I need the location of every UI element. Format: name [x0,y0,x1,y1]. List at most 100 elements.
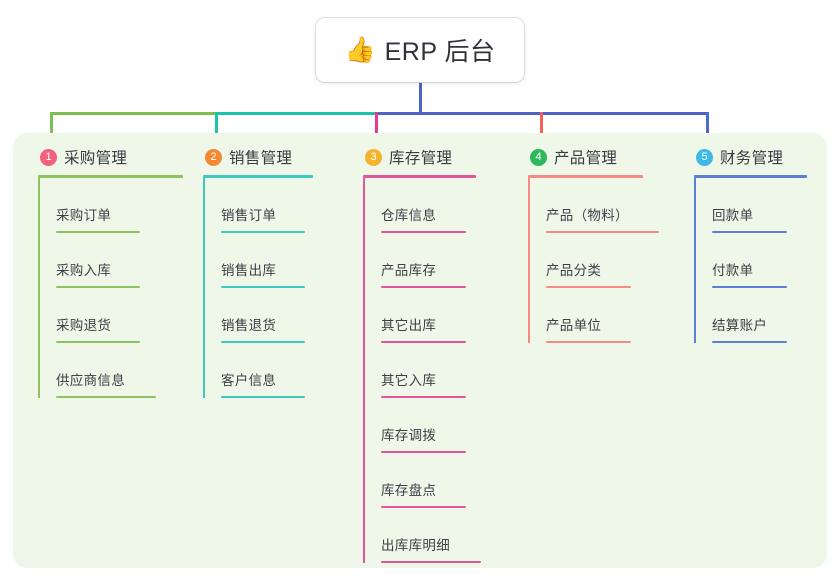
branch-stub-2 [215,112,218,143]
branch-header-rule-5 [694,175,807,178]
branch-spine-5 [694,178,696,343]
leaf-item-label: 产品分类 [546,263,602,279]
branch-badge-4: 4 [530,148,547,166]
branch-spine-2 [203,178,205,398]
leaf-item[interactable]: 结算账户 [694,288,807,343]
leaf-item[interactable]: 库存调拨 [363,398,476,453]
leaf-item-rule [221,286,305,288]
leaf-item-rule [381,231,466,233]
leaf-item-rule [381,451,466,453]
leaf-item-label: 销售订单 [221,208,277,224]
leaf-item[interactable]: 采购退货 [38,288,183,343]
branch-stub-3 [375,112,378,143]
leaf-item[interactable]: 销售出库 [203,233,313,288]
leaf-item-rule [221,341,305,343]
leaf-item[interactable]: 其它入库 [363,343,476,398]
leaf-item[interactable]: 付款单 [694,233,807,288]
leaf-item-label: 采购退货 [56,318,112,334]
leaf-item-rule [546,286,631,288]
leaf-item[interactable]: 产品分类 [528,233,643,288]
branch-title-1: 采购管理 [64,150,128,167]
leaf-item-label: 出库库明细 [381,538,450,554]
leaf-item[interactable]: 回款单 [694,178,807,233]
leaf-item-rule [712,341,787,343]
leaf-item-rule [56,396,156,398]
branch-badge-1: 1 [40,148,57,166]
leaf-item-rule [712,286,787,288]
leaf-item[interactable]: 采购入库 [38,233,183,288]
thumbs-up-icon: 👍 [344,35,376,64]
leaf-item-label: 供应商信息 [56,373,125,389]
leaf-item-rule [221,396,305,398]
leaf-item-rule [221,231,305,233]
branch-column-4: 4 产品管理产品（物料） 产品分类产品单位 [528,144,659,343]
branch-items-1: 采购订单采购入库采购退货供应商信息 [38,178,183,398]
bus-segment-green [50,112,215,115]
leaf-item[interactable]: 供应商信息 [38,343,183,398]
branch-header-1[interactable]: 1 采购管理 [38,144,183,170]
leaf-item[interactable]: 产品库存 [363,233,476,288]
leaf-item[interactable]: 客户信息 [203,343,313,398]
branch-items-3: 仓库信息产品库存其它出库其它入库库存调拨库存盘点出库库明细 [363,178,481,563]
branch-title-4: 产品管理 [554,150,618,167]
leaf-item[interactable]: 库存盘点 [363,453,476,508]
branch-header-rule-3 [363,175,476,178]
leaf-item[interactable]: 销售订单 [203,178,313,233]
leaf-item-rule [381,286,466,288]
root-node[interactable]: 👍 ERP 后台 [316,18,524,82]
leaf-item[interactable]: 其它出库 [363,288,476,343]
bus-segment-teal [215,112,375,115]
leaf-item-rule [381,396,466,398]
leaf-item-rule [381,341,466,343]
leaf-item-label: 仓库信息 [381,208,437,224]
leaf-item[interactable]: 销售退货 [203,288,313,343]
branch-spine-3 [363,178,365,563]
branch-stub-4 [540,112,543,143]
leaf-item-label: 付款单 [712,263,754,279]
leaf-item-rule [56,286,140,288]
branch-title-2: 销售管理 [229,150,293,167]
branch-header-rule-2 [203,175,313,178]
leaf-item-rule [381,506,466,508]
leaf-item-label: 结算账户 [712,318,768,334]
leaf-item[interactable]: 产品（物料） [528,178,659,233]
leaf-item[interactable]: 仓库信息 [363,178,476,233]
branch-stub-5 [706,112,709,143]
leaf-item[interactable]: 采购订单 [38,178,183,233]
leaf-item-label: 产品（物料） [546,208,629,224]
leaf-item-label: 采购入库 [56,263,112,279]
leaf-item-label: 产品单位 [546,318,602,334]
leaf-item-label: 客户信息 [221,373,277,389]
leaf-item[interactable]: 产品单位 [528,288,643,343]
branch-badge-5: 5 [696,148,713,166]
leaf-item-label: 销售退货 [221,318,277,334]
leaf-item-rule [56,231,140,233]
branch-column-1: 1 采购管理采购订单采购入库采购退货供应商信息 [38,144,183,398]
branch-header-rule-1 [38,175,183,178]
leaf-item-label: 库存调拨 [381,428,437,444]
leaf-item-rule [546,341,631,343]
branch-header-4[interactable]: 4 产品管理 [528,144,643,170]
leaf-item-rule [381,561,481,563]
leaf-item-label: 库存盘点 [381,483,437,499]
leaf-item-label: 销售出库 [221,263,277,279]
leaf-item-label: 其它出库 [381,318,437,334]
leaf-item-rule [546,231,659,233]
leaf-item[interactable]: 出库库明细 [363,508,481,563]
leaf-item-label: 产品库存 [381,263,437,279]
leaf-item-label: 回款单 [712,208,754,224]
leaf-item-label: 其它入库 [381,373,437,389]
branch-spine-4 [528,178,530,343]
branch-items-5: 回款单付款单结算账户 [694,178,807,343]
branch-stub-1 [50,112,53,143]
branch-items-2: 销售订单销售出库销售退货客户信息 [203,178,313,398]
branch-spine-1 [38,178,40,398]
